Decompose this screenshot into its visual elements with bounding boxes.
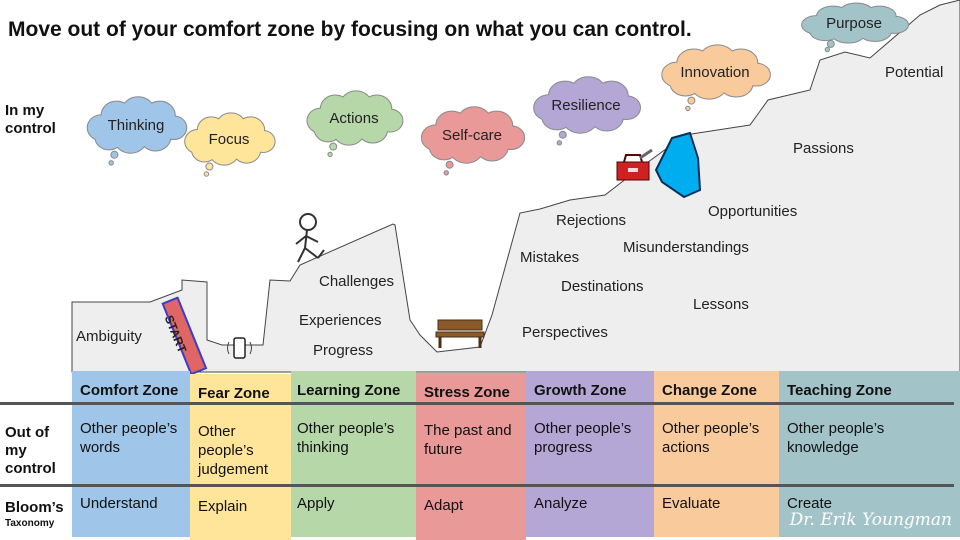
cloud-resilience: Resilience <box>528 76 644 146</box>
cloud-purpose: Purpose <box>796 2 912 53</box>
zone-out-of-control: Other people’s judgement <box>198 423 269 478</box>
zone-stress: Stress Zone The past and future Adapt <box>416 373 526 540</box>
cloud-focus: Focus <box>180 112 278 177</box>
label-opportunities: Opportunities <box>708 203 798 220</box>
zone-out-of-control: Other people’s thinking <box>297 420 395 456</box>
zone-fear: Fear Zone Other people’s judgement Expla… <box>190 374 291 540</box>
zone-bloom: Create <box>787 495 833 512</box>
cloud-actions: Actions <box>302 90 406 158</box>
row-label-out-control: Out of my control <box>5 424 56 477</box>
toolbox-icon <box>616 148 653 181</box>
cloud-thinking: Thinking <box>82 96 190 166</box>
row-label-bloom-sub: Taxonomy <box>5 518 55 529</box>
zone-name: Change Zone <box>662 382 758 399</box>
label-potential: Potential <box>885 64 944 81</box>
row-label-in-control: In my control <box>5 102 56 137</box>
label-mistakes: Mistakes <box>520 249 580 266</box>
zone-change: Change Zone Other people’s actions Evalu… <box>654 371 779 537</box>
label-ambiguity: Ambiguity <box>76 328 142 345</box>
zone-bloom: Understand <box>80 495 158 512</box>
page-title: Move out of your comfort zone by focusin… <box>8 18 692 41</box>
zone-bloom: Analyze <box>534 495 588 512</box>
zone-name: Learning Zone <box>297 382 401 399</box>
zone-name: Comfort Zone <box>80 382 179 399</box>
cloud-label: Focus <box>208 130 250 148</box>
cloud-innovation: Innovation <box>656 44 774 112</box>
row-label-bloom: Bloom’s <box>5 499 64 516</box>
zone-name: Fear Zone <box>198 385 270 402</box>
zone-name: Teaching Zone <box>787 382 892 399</box>
zone-bloom: Apply <box>297 495 335 512</box>
zone-out-of-control: Other people’s actions <box>662 420 760 456</box>
phone-icon <box>227 337 252 359</box>
zone-out-of-control: The past and future <box>424 422 512 458</box>
label-misunderstandings: Misunderstandings <box>623 239 749 256</box>
zone-name: Growth Zone <box>534 382 627 399</box>
zone-out-of-control: Other people’s knowledge <box>787 420 885 456</box>
label-challenges: Challenges <box>319 273 395 290</box>
label-experiences: Experiences <box>299 312 382 329</box>
label-progress: Progress <box>313 342 374 359</box>
divider-top <box>0 402 954 405</box>
divider-bottom <box>0 484 954 487</box>
zone-out-of-control: Other people’s progress <box>534 420 632 456</box>
label-lessons: Lessons <box>693 296 749 313</box>
cloud-label: Thinking <box>107 116 165 134</box>
zone-name: Stress Zone <box>424 384 510 401</box>
label-perspectives: Perspectives <box>522 324 608 341</box>
author-signature: Dr. Erik Youngman <box>789 510 952 530</box>
zone-bloom: Evaluate <box>662 495 721 512</box>
zone-teaching: Teaching Zone Other people’s knowledge C… <box>779 371 960 537</box>
zone-learning: Learning Zone Other people’s thinking Ap… <box>291 371 416 537</box>
cloud-self-care: Self-care <box>416 106 528 176</box>
cloud-label: Resilience <box>551 96 621 114</box>
start-sign <box>161 296 208 376</box>
label-destinations: Destinations <box>561 278 644 295</box>
zone-bloom: Adapt <box>424 497 464 514</box>
cloud-label: Actions <box>329 109 379 127</box>
bench-icon <box>435 319 485 348</box>
label-passions: Passions <box>793 140 854 157</box>
crystal-shape <box>654 131 702 199</box>
cloud-label: Self-care <box>441 126 503 144</box>
cloud-label: Innovation <box>680 63 750 81</box>
zone-out-of-control: Other people’s words <box>80 420 178 456</box>
zone-comfort: Comfort Zone Other people’s words Unders… <box>72 371 190 537</box>
zone-bloom: Explain <box>198 498 248 515</box>
zone-growth: Growth Zone Other people’s progress Anal… <box>526 371 654 537</box>
label-rejections: Rejections <box>556 212 627 229</box>
stick-figure-icon <box>295 213 325 263</box>
terrain-shape <box>71 0 960 373</box>
cloud-label: Purpose <box>826 14 882 32</box>
